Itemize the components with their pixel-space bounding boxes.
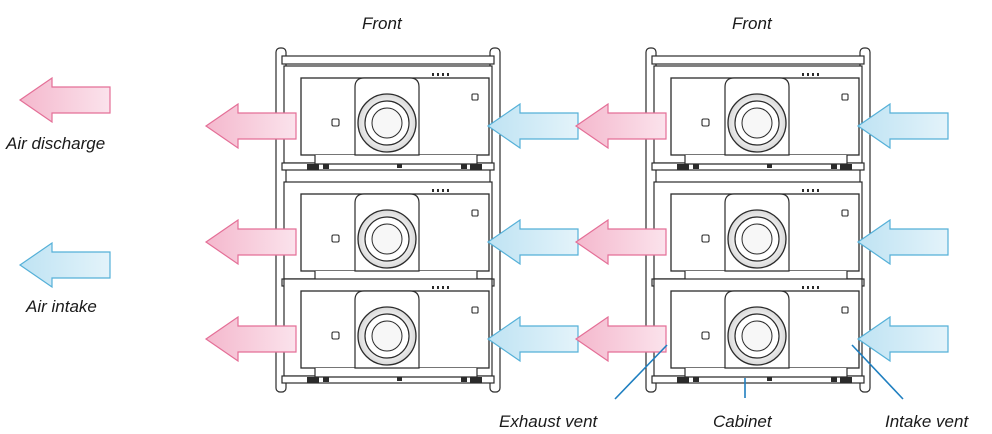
legend-intake: Air intake: [19, 242, 111, 316]
intake-arrow-icon: [487, 219, 579, 265]
cabinet-top-bar: [651, 55, 865, 65]
projector: [300, 72, 490, 171]
projector: [670, 285, 860, 384]
legend-discharge-label: Air discharge: [5, 134, 105, 153]
intake-vent-label: Intake vent: [885, 412, 969, 431]
cabinet-1: Front: [205, 14, 579, 393]
legend-intake-label: Air intake: [25, 297, 97, 316]
front-label: Front: [362, 14, 403, 33]
intake-arrow-icon: [857, 316, 949, 362]
projector: [670, 188, 860, 287]
cabinet-2: Front: [575, 14, 949, 393]
intake-arrow-icon: [857, 219, 949, 265]
discharge-arrow-icon: [19, 77, 111, 123]
projector: [300, 188, 490, 287]
front-label: Front: [732, 14, 773, 33]
legend-discharge: Air discharge: [5, 77, 111, 153]
intake-vent-callout-line: [851, 344, 904, 400]
intake-arrow-icon: [487, 316, 579, 362]
intake-arrow-icon: [19, 242, 111, 288]
callouts: Exhaust vent Cabinet Intake vent: [499, 344, 969, 431]
cabinet-label: Cabinet: [713, 412, 773, 431]
cabinets-group: Front Front: [205, 14, 949, 393]
projector: [670, 72, 860, 171]
projector: [300, 285, 490, 384]
exhaust-vent-label: Exhaust vent: [499, 412, 599, 431]
intake-arrow-icon: [487, 103, 579, 149]
intake-arrow-icon: [857, 103, 949, 149]
exhaust-vent-callout-line: [614, 344, 668, 400]
cabinet-top-bar: [281, 55, 495, 65]
